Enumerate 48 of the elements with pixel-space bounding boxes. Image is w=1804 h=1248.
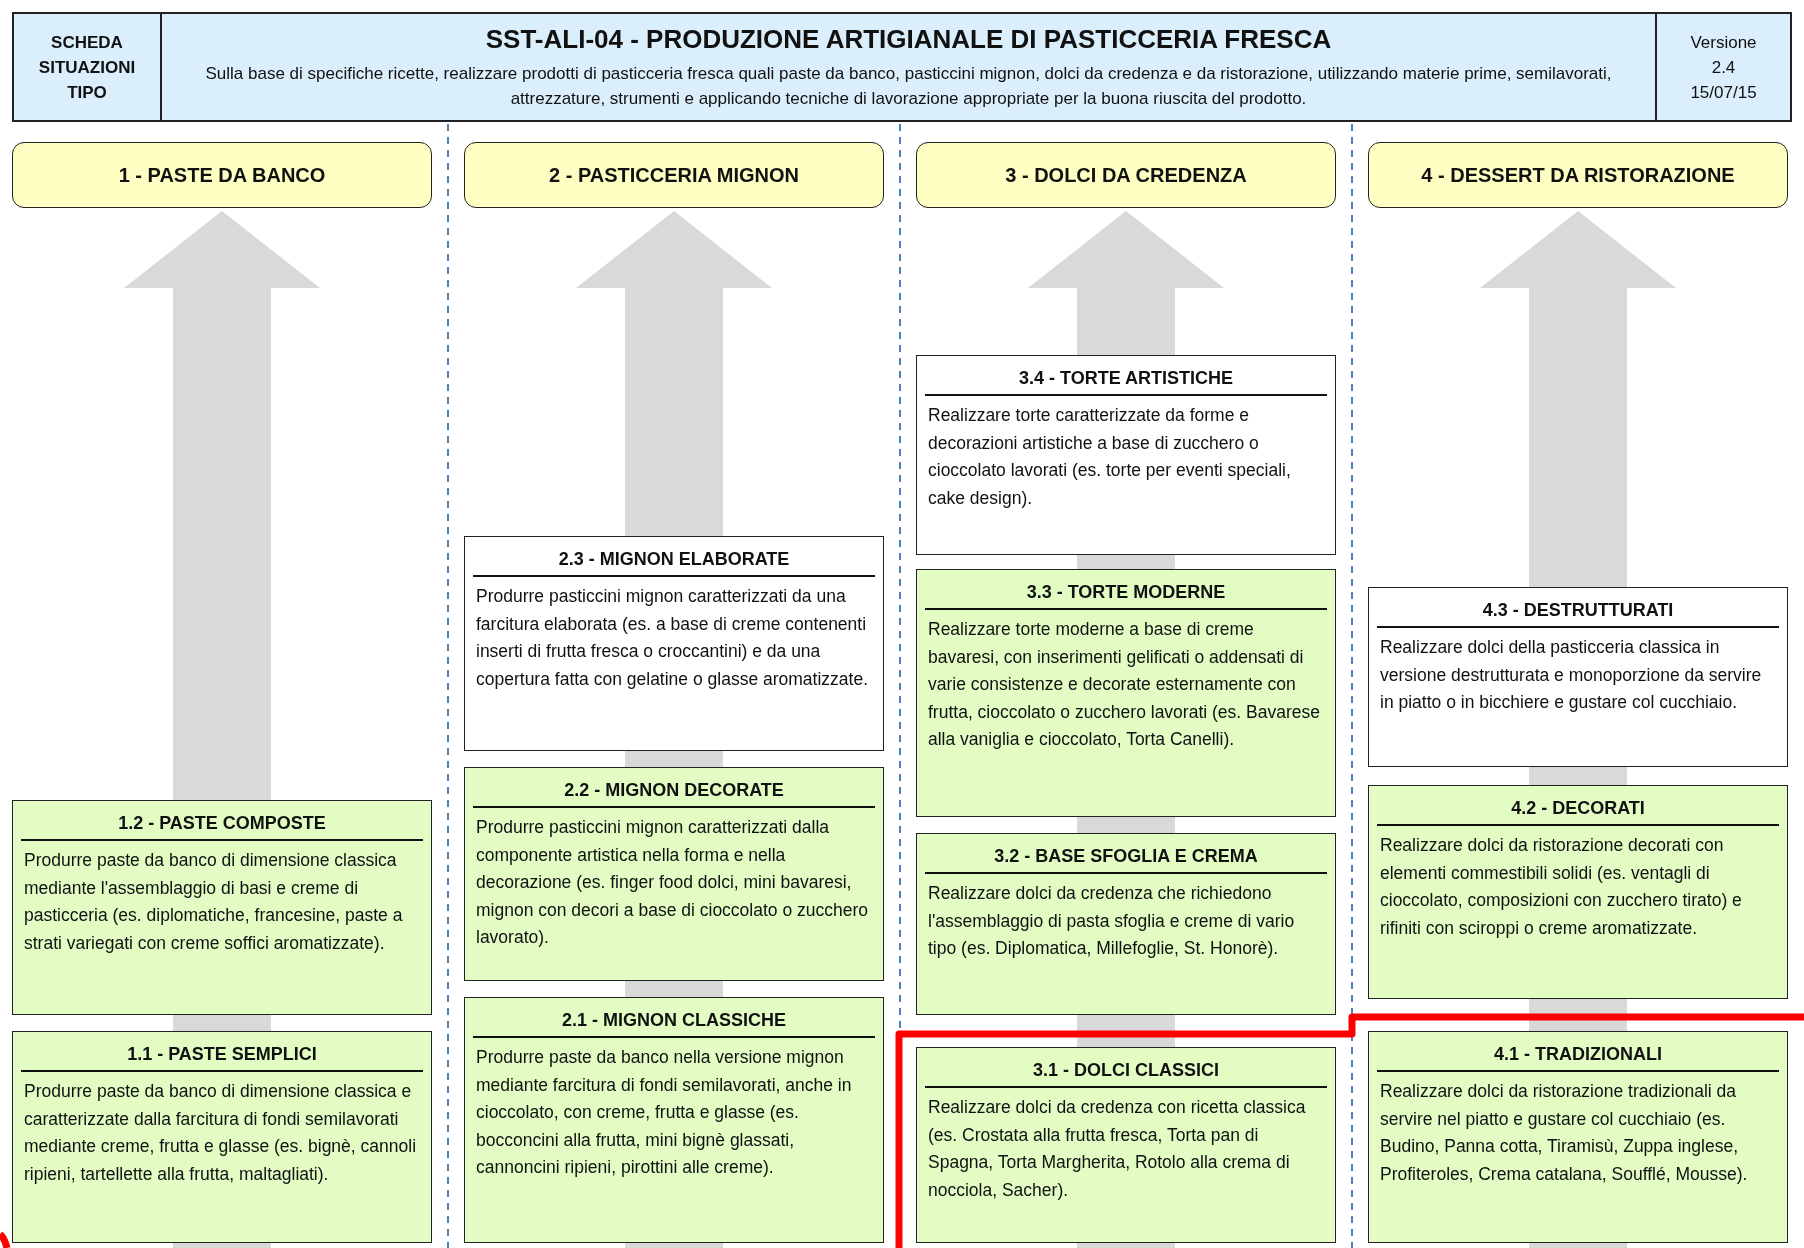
box-heading: 3.4 - TORTE ARTISTICHE: [925, 362, 1327, 396]
box-heading: 3.3 - TORTE MODERNE: [925, 576, 1327, 610]
header-title-cell: [160, 12, 1657, 122]
category-box: [916, 355, 1336, 555]
box-description: Realizzare torte caratterizzate da forme e decorazioni artistiche a base di zucchero o cioccolato lavorati (es. torte per eventi speciali, cake design).: [927, 404, 1292, 510]
category-box: [12, 800, 432, 1015]
box-description: Realizzare dolci della pasticceria classica in versione destrutturata e monoporzione da servire in piatto o in bicchiere e gustare col cucchiaio.: [1379, 636, 1763, 714]
box-description: Produrre paste da banco di dimensione classica e caratterizzate dalla farcitura di fondi semilavorati mediante creme, frutta e glasse (es. bignè, cannoli ripieni, tartellette alla frutta, maltagliati).: [23, 1080, 417, 1186]
box-heading: 4.1 - TRADIZIONALI: [1377, 1038, 1779, 1072]
category-box: [464, 997, 884, 1243]
box-description: Produrre pasticcini mignon caratterizzati dalla componente artistica nella forma e nella decorazione (es. finger food dolci, mini bavaresi, mignon con decori a base di cioccolato o zucchero lavorato).: [475, 816, 870, 949]
column-header: 3 - DOLCI DA CREDENZA: [916, 142, 1336, 208]
column-header: 1 - PASTE DA BANCO: [12, 142, 432, 208]
version-info: Versione: [1690, 31, 1757, 54]
box-heading: 1.2 - PASTE COMPOSTE: [21, 807, 423, 841]
header-label-cell: SCHEDA SITUAZIONI TIPO: [12, 12, 162, 122]
category-box: [12, 1031, 432, 1243]
category-box: [464, 536, 884, 751]
box-heading: 4.3 - DESTRUTTURATI: [1377, 594, 1779, 628]
category-box: [464, 767, 884, 981]
category-box: [1368, 785, 1788, 999]
category-box: [1368, 587, 1788, 767]
box-description: Produrre pasticcini mignon caratterizzati da una farcitura elaborata (es. a base di creme contenenti inserti di frutta fresca o croccantini) e da una copertura fatta con gelatine o glasse aromatizzate.: [475, 585, 870, 691]
box-description: Realizzare dolci da ristorazione tradizionali da servire nel piatto e gustare col cucchiaio (es. Budino, Panna cotta, Tiramisù, Zuppa inglese, Profiteroles, Crema catalana, Soufflé, Mousse).: [1379, 1080, 1749, 1186]
box-description: Produrre paste da banco nella versione mignon mediante farcitura di fondi semilavorati, anche in cioccolato, con creme, frutta e glasse (es. bocconcini alla frutta, mini bignè glassati, cannoncini ripieni, pirottini alle creme).: [475, 1046, 853, 1179]
box-heading: 3.1 - DOLCI CLASSICI: [925, 1054, 1327, 1088]
box-description: Realizzare dolci da credenza che richiedono l'assemblaggio di pasta sfoglia e creme di vario tipo (es. Diplomatica, Millefoglie, St. Honorè).: [927, 882, 1296, 960]
box-description: Realizzare dolci da credenza con ricetta classica (es. Crostata alla frutta fresca, Torta pan di Spagna, Torta Margherita, Rotolo alla crema di nocciola, Sacher).: [927, 1096, 1307, 1202]
category-box: [916, 569, 1336, 817]
column-header: 4 - DESSERT DA RISTORAZIONE: [1368, 142, 1788, 208]
box-heading: 2.3 - MIGNON ELABORATE: [473, 543, 875, 577]
box-heading: 2.2 - MIGNON DECORATE: [473, 774, 875, 808]
box-description: Realizzare dolci da ristorazione decorati con elementi commestibili solidi (es. ventagli di cioccolato, composizioni con zucchero tirato) e rifiniti con sciroppi o creme aromatizzate.: [1379, 834, 1743, 940]
version-info: 2.4: [1711, 56, 1736, 79]
version-info: 15/07/15: [1690, 81, 1757, 104]
category-box: [916, 833, 1336, 1015]
box-heading: 1.1 - PASTE SEMPLICI: [21, 1038, 423, 1072]
category-box: [916, 1047, 1336, 1243]
box-heading: 3.2 - BASE SFOGLIA E CREMA: [925, 840, 1327, 874]
sheet-title: SST-ALI-04 - PRODUZIONE ARTIGIANALE DI PASTICCERIA FRESCA: [485, 23, 1332, 55]
category-box: [1368, 1031, 1788, 1243]
header-version-cell: [1655, 12, 1792, 122]
box-heading: 4.2 - DECORATI: [1377, 792, 1779, 826]
box-heading: 2.1 - MIGNON CLASSICHE: [473, 1004, 875, 1038]
box-description: Realizzare torte moderne a base di creme bavaresi, con inserimenti gelificati o addensati di varie consistenze e decorate esternamente con frutta, cioccolato o zucchero lavorati (es. Bavarese alla vaniglia e cioccolato, Torta Canelli).: [927, 618, 1321, 751]
box-description: Produrre paste da banco di dimensione classica mediante l'assemblaggio di basi e creme di pasticceria (es. diplomatiche, francesine, paste a strati variegati con creme soffici aromatizzate).: [23, 849, 404, 955]
sheet-description: Sulla base di specifiche ricette, realizzare prodotti di pasticceria fresca quali paste da banco, pasticcini mignon, dolci da credenza e da ristorazione, utilizzando materie prime, semilavorati, attrezzature, strumenti e applicando tecniche di lavorazione appropriate per la buona riuscita del prodotto.: [204, 62, 1613, 110]
column-header: 2 - PASTICCERIA MIGNON: [464, 142, 884, 208]
